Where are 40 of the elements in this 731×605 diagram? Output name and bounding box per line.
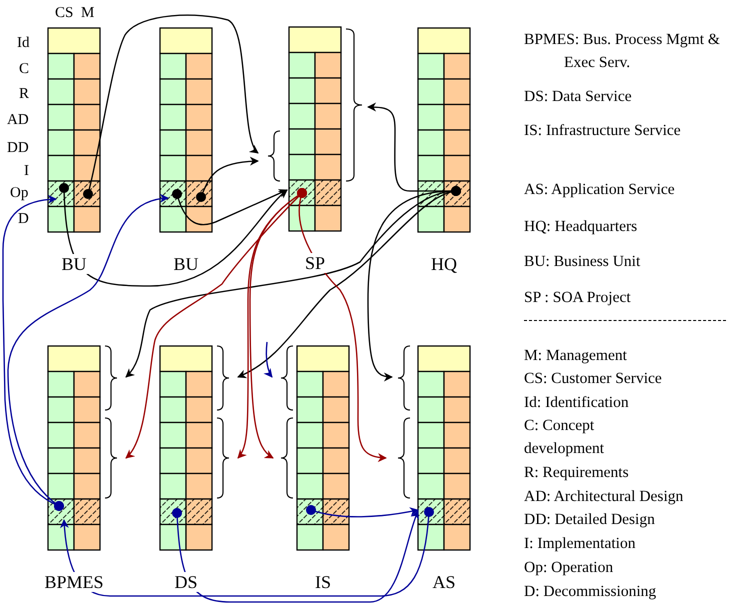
row-label: C xyxy=(19,60,30,78)
arrow xyxy=(7,194,169,511)
abbreviation-entry: C: Concept development xyxy=(524,416,606,459)
column-label: BU xyxy=(60,254,88,274)
row-label: Op xyxy=(10,184,28,202)
abbreviation-entry: AD: Architectural Design xyxy=(524,487,684,507)
abbreviation-entry: R: Requirements xyxy=(524,463,629,483)
arrow xyxy=(306,505,419,518)
row-label: I xyxy=(24,162,29,180)
arrow xyxy=(83,14,259,199)
row-label: Id xyxy=(17,34,30,52)
abbreviation-entry: M: Management xyxy=(524,346,627,366)
arrow xyxy=(264,342,273,378)
abbreviation-entry: HQ: Headquarters xyxy=(524,217,638,237)
row-label: D xyxy=(18,210,29,228)
arrow xyxy=(60,507,434,597)
abbreviation-entry: IS: Infrastructure Service xyxy=(524,121,682,141)
column-label: DS xyxy=(172,572,200,592)
abbreviation-entry: Id: Identification xyxy=(524,393,629,413)
abbreviation-entry: BU: Business Unit xyxy=(524,252,640,272)
abbreviation-entry: D: Decommissioning xyxy=(524,582,656,602)
row-label: AD xyxy=(7,111,29,129)
abbreviation-entry: I: Implementation xyxy=(524,534,636,554)
abbreviation-entry: CS: Customer Service xyxy=(524,369,662,389)
arrow xyxy=(297,188,387,462)
arrow xyxy=(59,183,288,287)
column-header: CS xyxy=(55,4,74,22)
abbreviation-entry: AS: Application Service xyxy=(524,180,675,200)
arrow xyxy=(196,156,259,202)
column-header: M xyxy=(81,4,94,22)
arrow xyxy=(172,508,420,603)
arrow xyxy=(172,189,288,226)
row-label: R xyxy=(19,85,30,103)
abbreviation-entry: DS: Data Service xyxy=(524,87,632,107)
row-label: DD xyxy=(7,139,29,157)
abbreviation-entry: Op: Operation xyxy=(524,558,614,578)
abbreviation-entry: DD: Detailed Design xyxy=(524,510,655,530)
abbreviation-entry: BPMES: Bus. Process Mgmt & Exec Serv. xyxy=(524,30,721,73)
abbreviation-entry: SP : SOA Project xyxy=(524,288,631,308)
arrow xyxy=(367,186,461,382)
